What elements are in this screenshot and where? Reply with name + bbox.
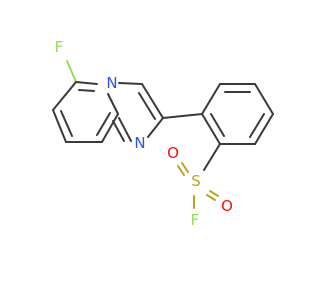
atom-o1: O (167, 144, 179, 162)
bond-c5-c6-inner (78, 89, 95, 92)
molecule-svg: F N N S O O F (52, 38, 274, 229)
bond-c7-c8 (52, 109, 67, 143)
bond-s-o1-a (181, 162, 189, 173)
atom-f-sulfonyl: F (191, 211, 200, 229)
bond-c9-c8a-inner (96, 112, 111, 136)
bond-c3-c2-inner (138, 92, 156, 120)
atom-label-o2: O (221, 197, 233, 215)
atom-label-o1: O (167, 144, 179, 162)
bond-s-o1-b (177, 165, 185, 176)
bond-c2-n1 (147, 117, 164, 138)
atom-label-f-ring: F (55, 38, 64, 56)
bond-ph6-s (203, 143, 221, 171)
bond-ph4-ph5-inner (249, 113, 265, 138)
bond-ph3-ph4 (254, 83, 274, 115)
bond-c2-phenyl (162, 113, 203, 119)
bond-n1-c8a (118, 117, 132, 142)
bond-n1-c8a-inner (112, 120, 125, 142)
atom-o2: O (221, 197, 233, 215)
bond-c3-c2 (141, 83, 164, 119)
atom-label-f-sulfonyl: F (191, 211, 200, 229)
bond-c5-c6 (75, 81, 98, 85)
atom-n-bridge: N (106, 74, 117, 92)
bond-s-o2-a (209, 190, 219, 197)
atom-f-ring: F (55, 38, 64, 56)
bond-ph6-ph1-inner (210, 113, 225, 137)
atom-s: S (191, 172, 201, 190)
bond-c6-c7 (52, 81, 77, 111)
atom-label-s: S (191, 172, 201, 190)
bond-c6-f (66, 60, 77, 83)
bond-c7-c8-inner (60, 110, 73, 137)
bond-ph1-ph2 (201, 83, 221, 115)
atom-label-n-imine: N (134, 134, 145, 152)
bond-c9-c8a (101, 113, 119, 143)
bond-s-o2-b (206, 194, 216, 201)
structure-diagram: F N N S O O F (52, 38, 274, 229)
bond-ph4-ph5 (254, 113, 274, 145)
atom-label-n-bridge: N (106, 74, 117, 92)
bond-ph6-ph1 (201, 113, 221, 145)
bond-c8a-n4 (107, 93, 119, 115)
bond-n4-c3 (118, 82, 143, 85)
atom-n-imine: N (134, 134, 145, 152)
